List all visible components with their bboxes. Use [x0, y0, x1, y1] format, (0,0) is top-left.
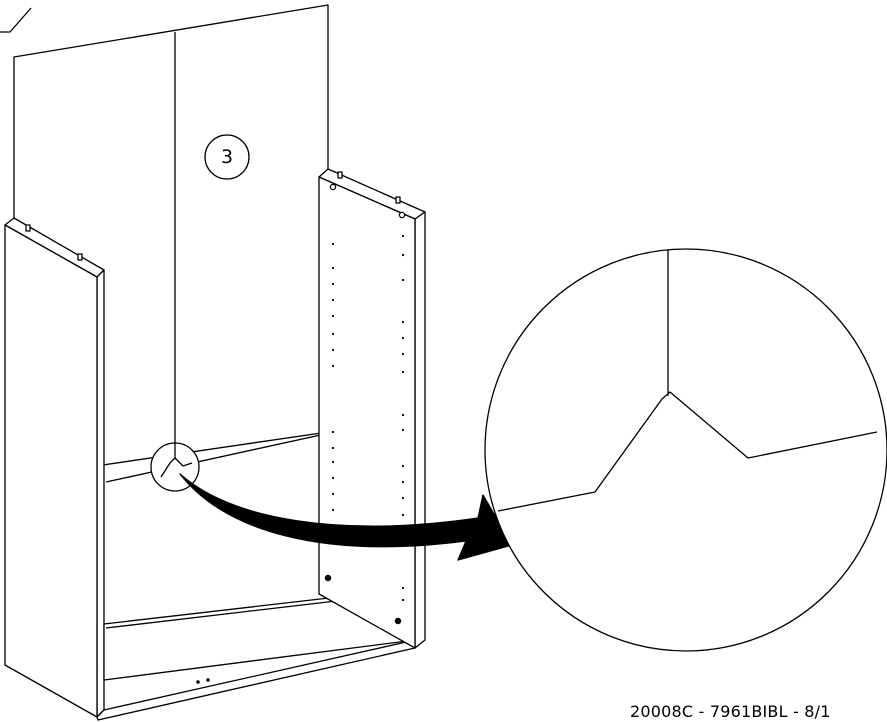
cam-hole [394, 617, 402, 625]
magnified-detail-circle [484, 248, 887, 652]
dowel-pins-left [25, 224, 83, 261]
cam-hole [324, 574, 332, 582]
step-number-circle [204, 134, 250, 180]
hinge-hole [329, 183, 337, 191]
screw-hole [196, 680, 200, 684]
shelf-pin-holes [331, 234, 405, 602]
dowel-pins-right [337, 171, 401, 204]
hinge-hole [398, 211, 406, 219]
document-code: 20008C - 7961BIBL - 8/1 [630, 702, 831, 721]
left-side-panel [4, 217, 105, 718]
screw-hole [206, 678, 210, 682]
corner-mark [0, 7, 32, 33]
right-side-panel [318, 168, 426, 649]
step-number: 3 [220, 146, 234, 168]
